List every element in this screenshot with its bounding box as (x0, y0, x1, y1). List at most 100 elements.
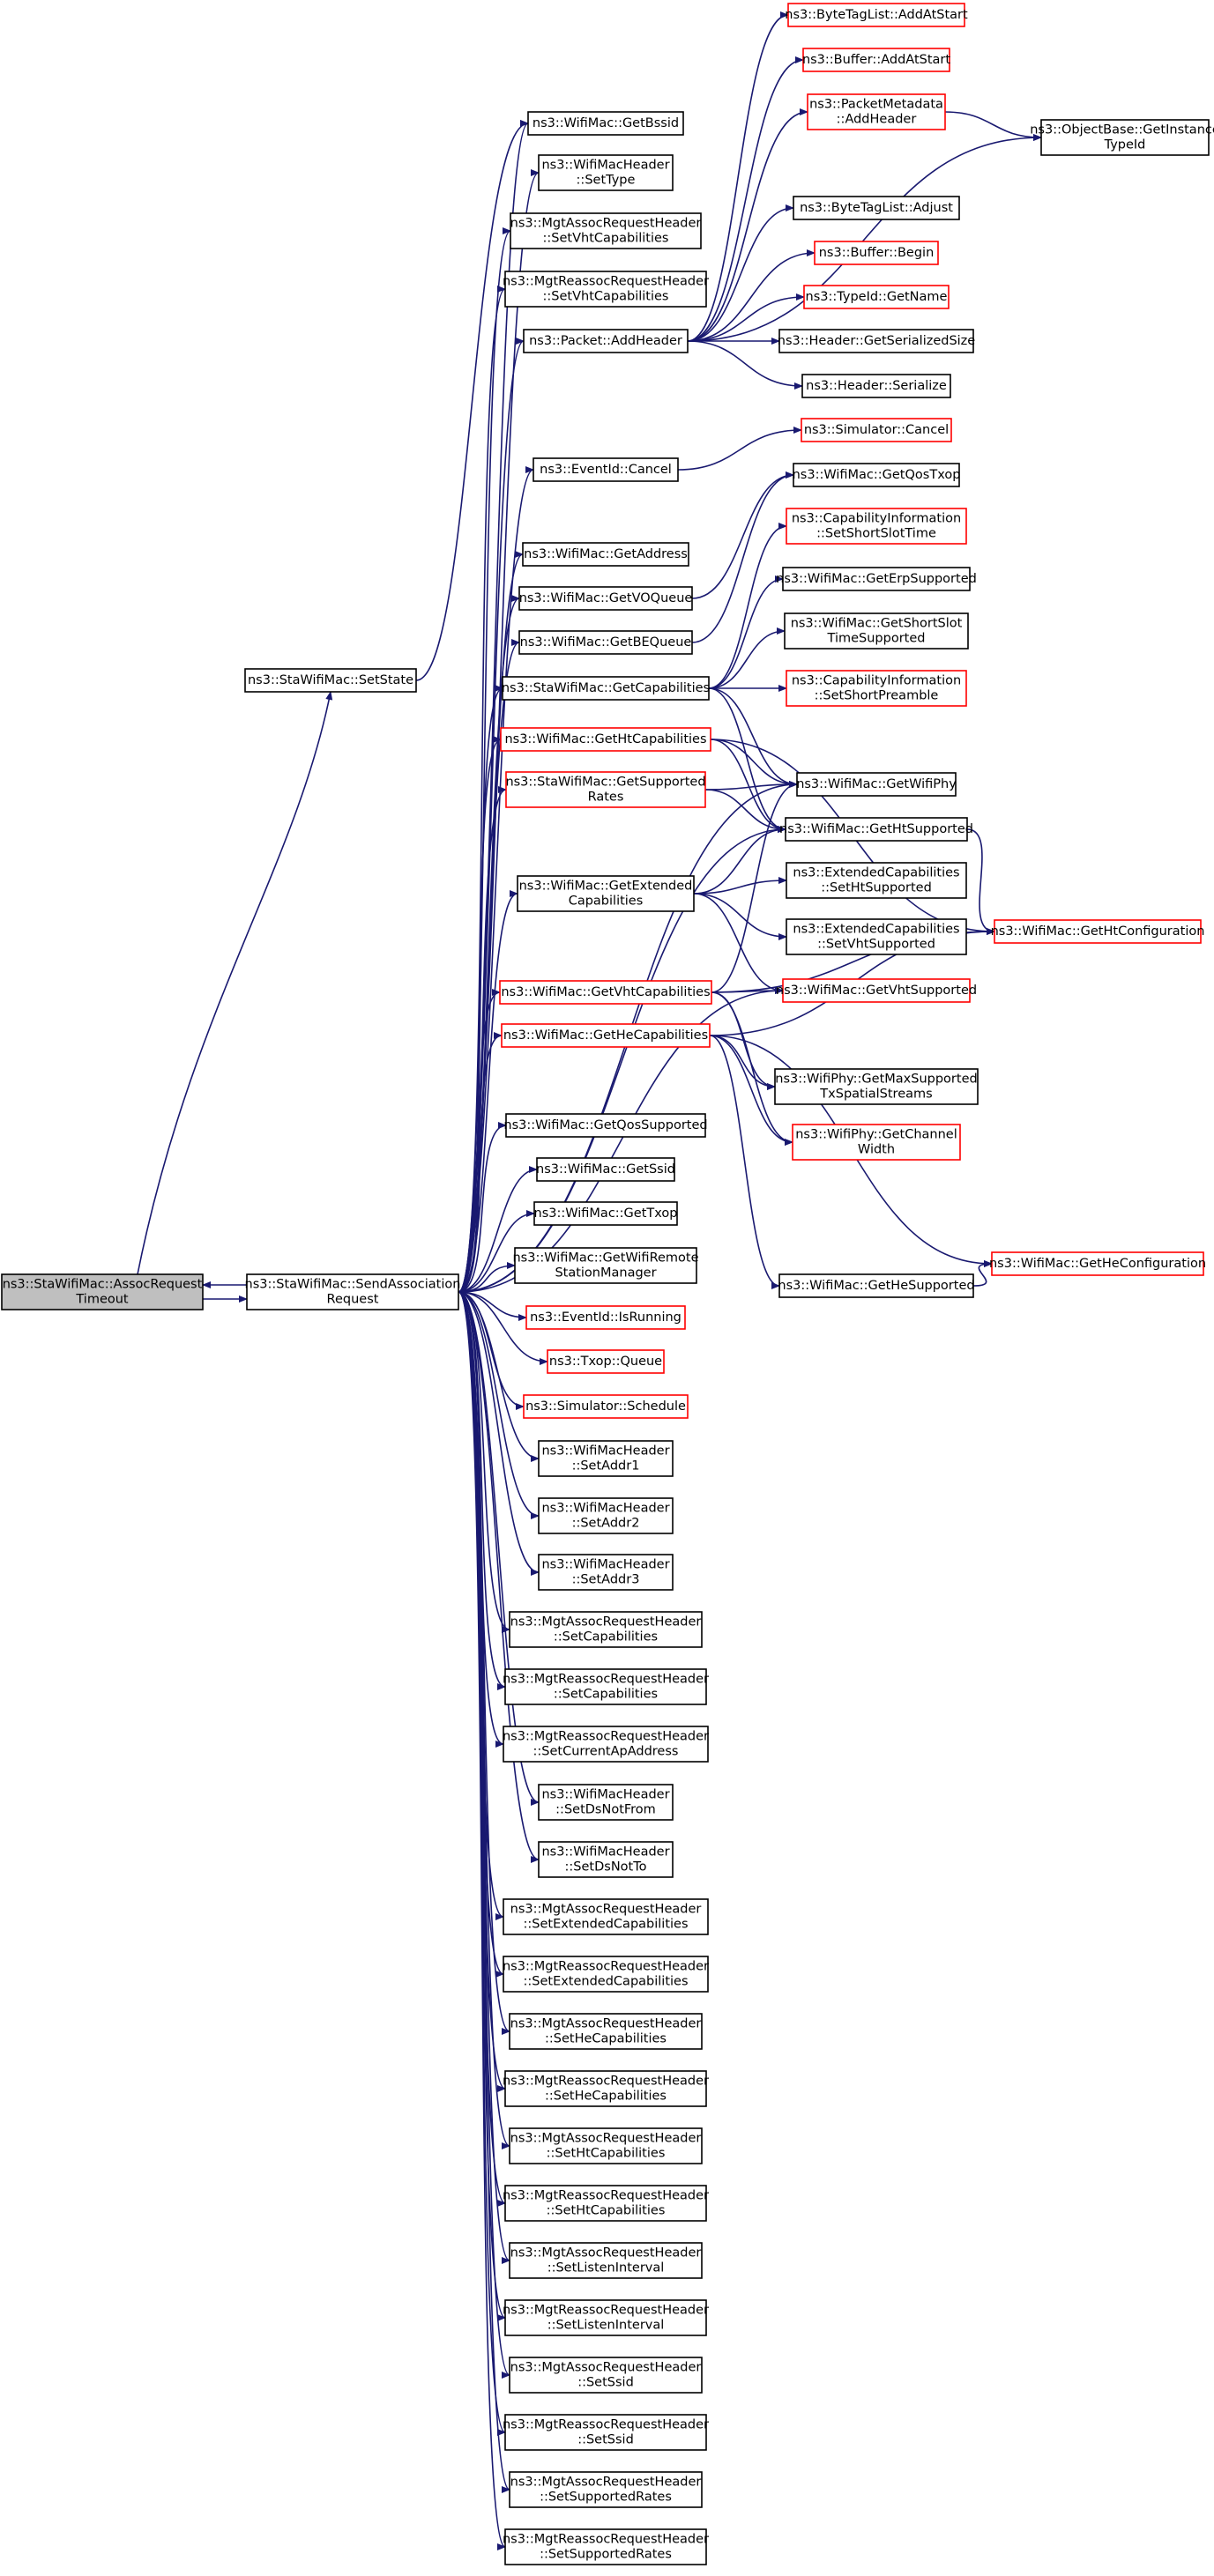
node-maxss[interactable]: ns3::WifiPhy::GetMaxSupportedTxSpatialSt… (774, 1068, 979, 1105)
node-geterpsup[interactable]: ns3::WifiMac::GetErpSupported (776, 567, 977, 591)
node-label: ns3::WifiMacHeader (541, 1502, 669, 1516)
node-mgta_vht[interactable]: ns3::MgtAssocRequestHeader::SetVhtCapabi… (510, 212, 702, 249)
node-r_ext[interactable]: ns3::MgtReassocRequestHeader::SetExtende… (503, 1956, 709, 1993)
node-a_listen[interactable]: ns3::MgtAssocRequestHeader::SetListenInt… (509, 2242, 703, 2279)
node-box (1, 1273, 204, 1310)
edge-send-to-addheader (458, 338, 525, 1293)
edge-getvhtcaps-to-chwidth (711, 991, 793, 1146)
node-getremote[interactable]: ns3::WifiMac::GetWifiRemoteStationManage… (512, 1247, 699, 1284)
node-a_ht[interactable]: ns3::MgtAssocRequestHeader::SetHtCapabil… (509, 2127, 703, 2164)
node-r_caps[interactable]: ns3::MgtReassocRequestHeader::SetCapabil… (503, 1668, 709, 1705)
node-box (504, 2185, 707, 2222)
node-label: ns3::WifiMacHeader (541, 1444, 669, 1459)
node-r_ht[interactable]: ns3::MgtReassocRequestHeader::SetHtCapab… (503, 2185, 709, 2222)
node-r_he[interactable]: ns3::MgtReassocRequestHeader::SetHeCapab… (503, 2070, 709, 2107)
node-label: ns3::WifiMac::GetVhtCapabilities (501, 985, 710, 999)
node-gethesup[interactable]: ns3::WifiMac::GetHeSupported (778, 1273, 975, 1298)
node-box (533, 457, 679, 482)
node-addr2[interactable]: ns3::WifiMacHeader::SetAddr2 (538, 1497, 674, 1534)
edge-send-to-gethecaps (458, 1032, 503, 1293)
node-gethtsup[interactable]: ns3::WifiMac::GetHtSupported (779, 817, 973, 842)
node-ci_shortpre[interactable]: ns3::CapabilityInformation::SetShortPrea… (786, 670, 967, 707)
edge-send-to-getvoqueue (458, 595, 520, 1293)
node-r_rates[interactable]: ns3::MgtReassocRequestHeader::SetSupport… (503, 2528, 709, 2565)
node-getheconf[interactable]: ns3::WifiMac::GetHeConfiguration (989, 1251, 1206, 1276)
node-getssid[interactable]: ns3::WifiMac::GetSsid (536, 1157, 675, 1182)
node-box (503, 1726, 709, 1763)
node-a_caps[interactable]: ns3::MgtAssocRequestHeader::SetCapabilit… (509, 1611, 703, 1648)
node-btl_adjust[interactable]: ns3::ByteTagList::Adjust (793, 196, 960, 220)
node-box (547, 1349, 665, 1374)
node-a_ssid[interactable]: ns3::MgtAssocRequestHeader::SetSsid (509, 2357, 703, 2394)
node-gethtconf[interactable]: ns3::WifiMac::GetHtConfiguration (991, 919, 1205, 944)
node-addheader[interactable]: ns3::Packet::AddHeader (523, 329, 689, 353)
edge-send-to-getqossup (458, 1122, 507, 1293)
node-evcancel[interactable]: ns3::EventId::Cancel (533, 457, 679, 482)
node-getvoqueue[interactable]: ns3::WifiMac::GetVOQueue (518, 586, 693, 611)
node-getqostxop[interactable]: ns3::WifiMac::GetQosTxop (793, 463, 961, 487)
node-box (538, 1784, 674, 1821)
node-addr1[interactable]: ns3::WifiMacHeader::SetAddr1 (538, 1440, 674, 1477)
node-gethtcaps[interactable]: ns3::WifiMac::GetHtCapabilities (500, 727, 711, 752)
node-ci_shortslot[interactable]: ns3::CapabilityInformation::SetShortSlot… (786, 508, 967, 545)
node-buf_begin[interactable]: ns3::Buffer::Begin (814, 241, 939, 265)
node-box (505, 771, 706, 808)
node-box (786, 508, 967, 545)
node-hdr_serialize[interactable]: ns3::Header::Serialize (801, 374, 951, 398)
node-getqossup[interactable]: ns3::WifiMac::GetQosSupported (503, 1113, 708, 1138)
edge-send-to-gettxop (458, 1210, 535, 1293)
node-label: ns3::MgtAssocRequestHeader (510, 1615, 702, 1629)
node-dsnotfrom[interactable]: ns3::WifiMacHeader::SetDsNotFrom (538, 1784, 674, 1821)
node-label: ns3::WifiMacHeader (541, 159, 669, 173)
node-isrunning[interactable]: ns3::EventId::IsRunning (525, 1305, 686, 1330)
edge-gethecaps-to-gethesup (709, 1035, 780, 1289)
node-getvhtcaps[interactable]: ns3::WifiMac::GetVhtCapabilities (499, 980, 712, 1005)
node-r_ssid[interactable]: ns3::MgtReassocRequestHeader::SetSsid (503, 2414, 709, 2451)
node-gettxop[interactable]: ns3::WifiMac::GetTxop (533, 1201, 678, 1226)
node-btl_addatstart[interactable]: ns3::ByteTagList::AddAtStart (785, 3, 968, 27)
node-r_curap[interactable]: ns3::MgtReassocRequestHeader::SetCurrent… (503, 1726, 709, 1763)
node-typeid_getname[interactable]: ns3::TypeId::GetName (803, 285, 950, 309)
node-r_listen[interactable]: ns3::MgtReassocRequestHeader::SetListenI… (503, 2299, 709, 2336)
node-a_rates[interactable]: ns3::MgtAssocRequestHeader::SetSupported… (509, 2471, 703, 2508)
node-dsnotto[interactable]: ns3::WifiMacHeader::SetDsNotTo (538, 1841, 674, 1878)
node-box (792, 1124, 961, 1161)
node-getcaps[interactable]: ns3::StaWifiMac::GetCapabilities (502, 676, 710, 701)
node-getaddress[interactable]: ns3::WifiMac::GetAddress (522, 542, 689, 567)
node-buf_addatstart[interactable]: ns3::Buffer::AddAtStart (802, 48, 950, 72)
node-label: ns3::MgtAssocRequestHeader (510, 2361, 702, 2375)
node-mgtr_vht[interactable]: ns3::MgtReassocRequestHeader::SetVhtCapa… (503, 271, 709, 308)
node-getbequeue[interactable]: ns3::WifiMac::GetBEQueue (518, 630, 693, 655)
node-a_he[interactable]: ns3::MgtAssocRequestHeader::SetHeCapabil… (509, 2013, 703, 2050)
node-sim_cancel[interactable]: ns3::Simulator::Cancel (801, 418, 952, 442)
node-label: ns3::WifiMac::GetAddress (524, 547, 688, 561)
node-label: ns3::WifiMacHeader (541, 1558, 669, 1572)
node-label: ::SetExtendedCapabilities (523, 1918, 688, 1932)
node-gethecaps[interactable]: ns3::WifiMac::GetHeCapabilities (501, 1023, 711, 1048)
node-ec_setht[interactable]: ns3::ExtendedCapabilities::SetHtSupporte… (786, 862, 967, 899)
node-getbssid[interactable]: ns3::WifiMac::GetBssid (527, 111, 684, 136)
node-label: Capabilities (569, 895, 644, 909)
node-hdr_getsersize[interactable]: ns3::Header::GetSerializedSize (778, 329, 976, 353)
node-queue[interactable]: ns3::Txop::Queue (547, 1349, 665, 1374)
node-setstate[interactable]: ns3::StaWifiMac::SetState (244, 668, 417, 693)
node-pm_addheader[interactable]: ns3::PacketMetadata::AddHeader (807, 93, 946, 130)
node-getvhtsup[interactable]: ns3::WifiMac::GetVhtSupported (776, 978, 977, 1003)
node-addr3[interactable]: ns3::WifiMacHeader::SetAddr3 (538, 1554, 674, 1591)
node-a_ext[interactable]: ns3::MgtAssocRequestHeader::SetExtendedC… (503, 1898, 709, 1935)
node-label: ns3::Simulator::Schedule (525, 1399, 686, 1414)
node-getwifiphy[interactable]: ns3::WifiMac::GetWifiPhy (796, 772, 957, 797)
node-label: ::SetAddr3 (572, 1573, 640, 1587)
node-label: ns3::MgtReassocRequestHeader (503, 1730, 709, 1744)
node-schedule[interactable]: ns3::Simulator::Schedule (523, 1394, 689, 1419)
node-ec_setvht[interactable]: ns3::ExtendedCapabilities::SetVhtSupport… (786, 918, 967, 955)
edge-setstate-to-getbssid (415, 120, 529, 681)
node-settype[interactable]: ns3::WifiMacHeader::SetType (538, 154, 674, 191)
